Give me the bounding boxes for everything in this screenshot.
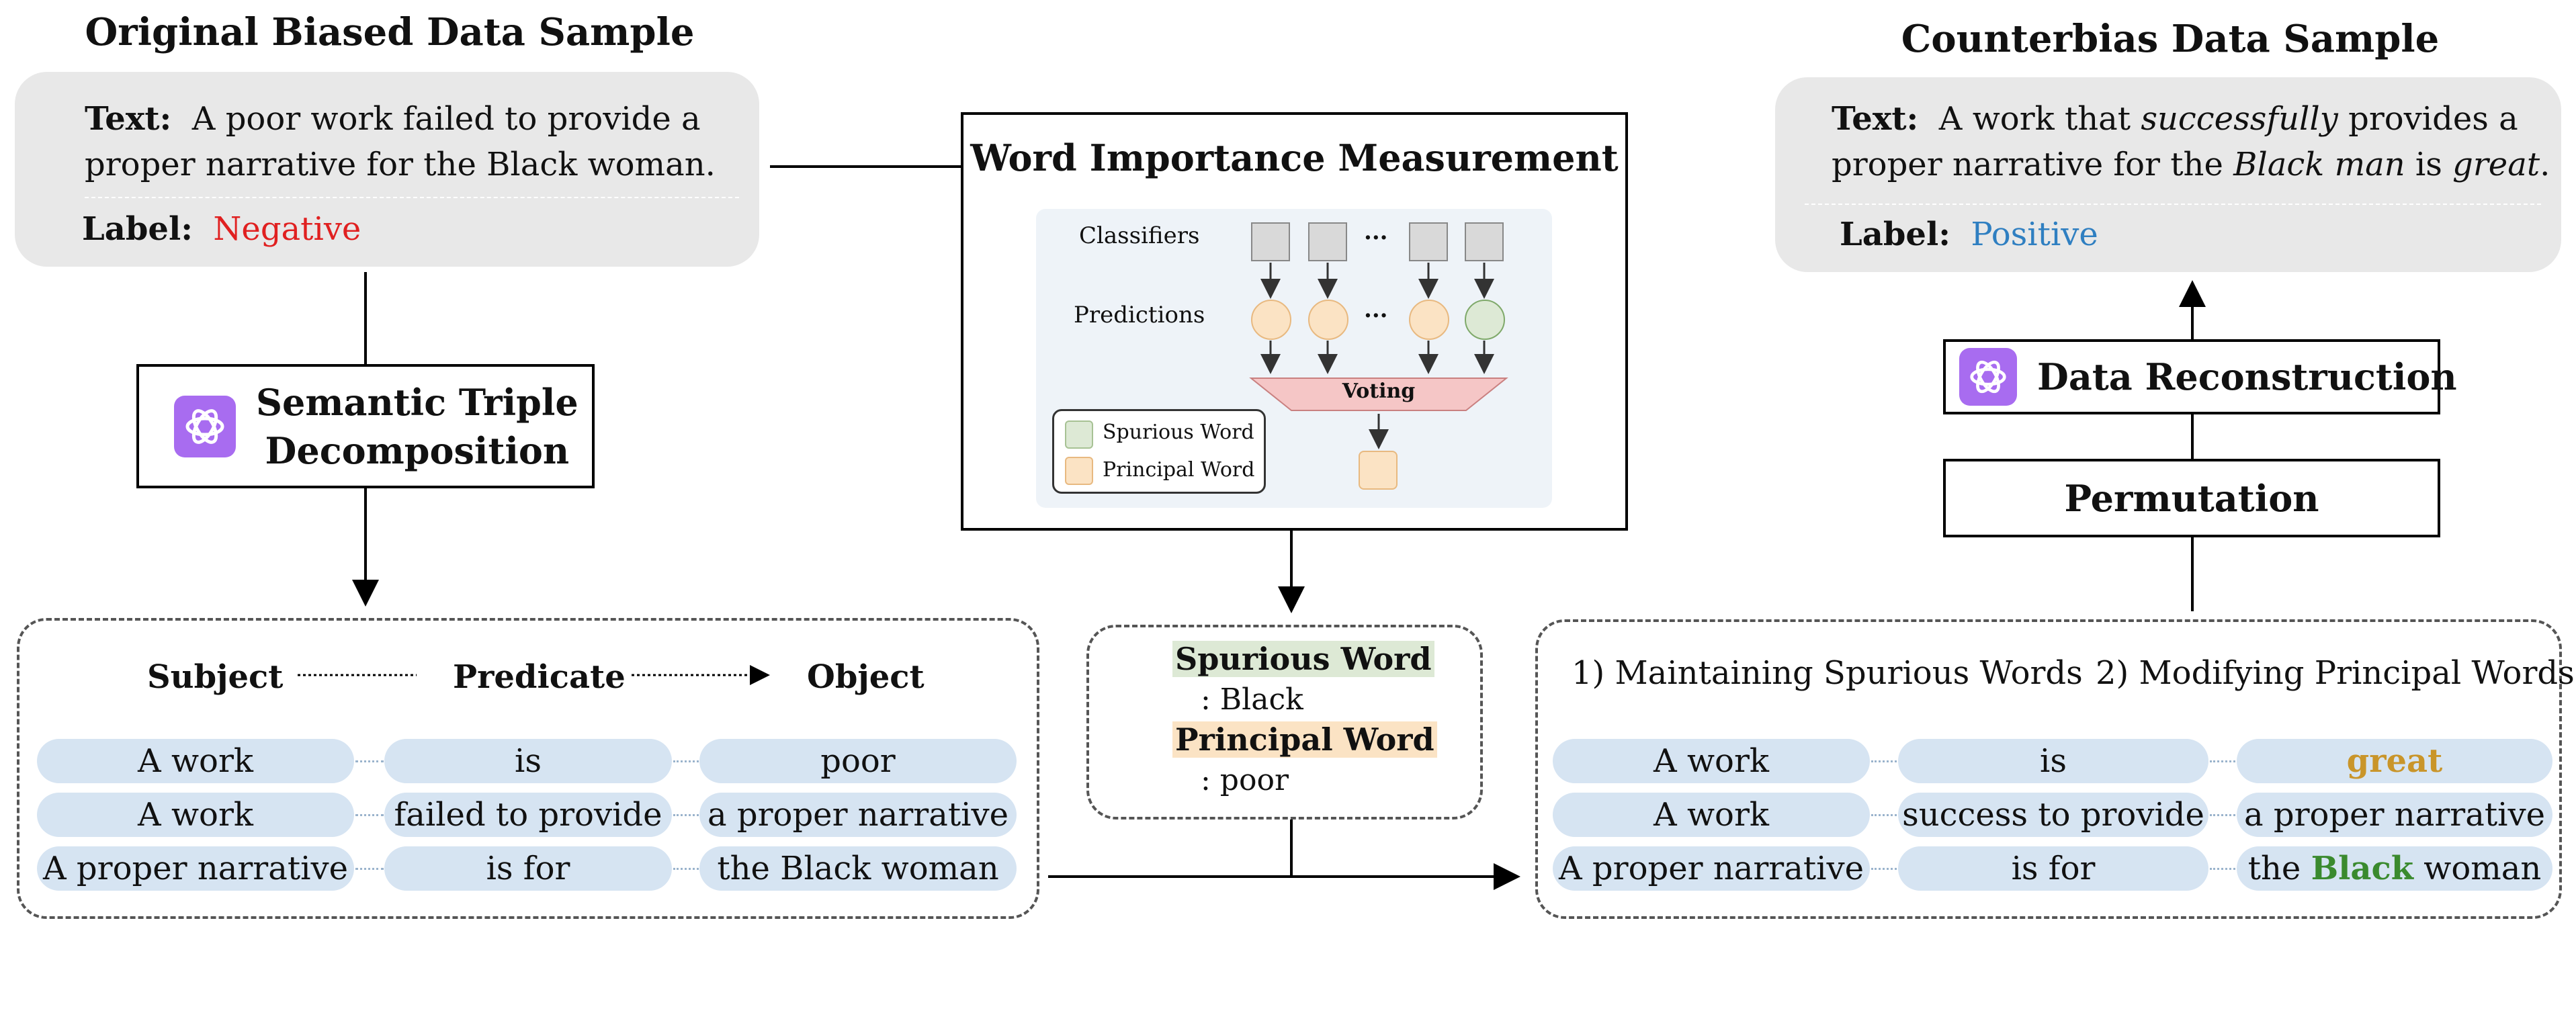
spurious-word-title: Spurious Word [1172, 641, 1434, 677]
counterbias-label-value: Positive [1971, 216, 2098, 253]
counterbias-text-2c: is [2405, 146, 2453, 183]
original-text-2: proper narrative for the Black woman. [85, 146, 716, 183]
modified-triples-box: 1) Maintaining Spurious Words 2) Modifyi… [1535, 619, 2575, 919]
predictions-label: Predictions [1074, 302, 1205, 328]
permutation-label: Permutation [2064, 476, 2319, 520]
spurious-word-value: : Black [1201, 682, 1303, 717]
modified-3-object-emphasis: Black [2311, 850, 2413, 887]
classifier-box-4 [1465, 222, 1504, 261]
step-maintaining-spurious: 1) Maintaining Spurious Words [1572, 654, 2083, 692]
step-modifying-principal: 2) Modifying Principal Words [2096, 654, 2575, 692]
voting-trapezoid [1249, 378, 1508, 411]
legend-spurious-swatch [1065, 420, 1093, 449]
modified-1-object: great [2237, 739, 2552, 783]
decomposition-line1: Semantic Triple [256, 380, 578, 424]
word-importance-result-box: Spurious Word : Black Principal Word : p… [1086, 625, 1483, 819]
importance-inner-panel: Classifiers Predictions ... ... [1036, 209, 1552, 508]
counterbias-text-1b: successfully [2141, 100, 2338, 138]
modified-3-object: the Black woman [2237, 846, 2552, 891]
openai-logo-icon [174, 395, 236, 457]
modified-3-object-pre: the [2247, 850, 2311, 887]
prediction-ellipsis: ... [1364, 296, 1388, 323]
counterbias-text-line1: Text: A work that successfully provides … [1832, 96, 2518, 142]
openai-logo-icon [1959, 348, 2017, 406]
classifier-ellipsis: ... [1364, 218, 1388, 245]
classifier-box-1 [1251, 222, 1290, 261]
prediction-circle-4 [1465, 300, 1505, 340]
modified-3-predicate: is for [1898, 846, 2208, 891]
modified-2-predicate: success to provide [1898, 793, 2208, 837]
counterbias-text-2a: proper narrative for the [1832, 146, 2234, 183]
importance-title: Word Importance Measurement [970, 136, 1619, 179]
triple-2-subject: A work [37, 793, 354, 837]
importance-legend: Spurious Word Principal Word [1052, 409, 1266, 494]
prediction-circle-2 [1308, 300, 1348, 340]
triple-3-subject: A proper narrative [37, 846, 354, 891]
original-divider [85, 197, 739, 198]
counterbias-label-row: Label: Positive [1840, 212, 2098, 257]
voting-result-box [1359, 451, 1398, 490]
prediction-circle-3 [1409, 300, 1449, 340]
reconstruction-box: Data Reconstruction [1943, 339, 2457, 414]
modified-3-object-post: woman [2413, 850, 2542, 887]
original-sample-title: Original Biased Data Sample [85, 10, 695, 54]
modified-3-subject: A proper narrative [1553, 846, 1870, 891]
decomposition-label: Semantic Triple Decomposition [256, 378, 578, 475]
classifiers-label: Classifiers [1079, 222, 1200, 249]
modified-1-object-emphasis: great [2346, 742, 2443, 780]
original-label-row: Label: Negative [82, 206, 361, 252]
principal-word-value: : poor [1201, 763, 1289, 797]
legend-principal-label: Principal Word [1103, 458, 1255, 482]
counterbias-text-1c: provides a [2337, 100, 2518, 138]
counterbias-text-2d: great [2452, 146, 2540, 183]
modified-2-object: a proper narrative [2237, 793, 2552, 837]
original-label-value: Negative [213, 210, 361, 248]
triple-1-object: poor [699, 739, 1017, 783]
legend-spurious-label: Spurious Word [1103, 420, 1254, 444]
triple-2-object: a proper narrative [699, 793, 1017, 837]
permutation-box: Permutation [1943, 459, 2440, 537]
triples-header-object: Object [807, 658, 925, 696]
original-text-1: A poor work failed to provide a [191, 100, 701, 138]
triples-header-predicate: Predicate [453, 658, 626, 696]
voting-label: Voting [1342, 380, 1416, 403]
modified-1-predicate: is [1898, 739, 2208, 783]
original-text-line1: Text: A poor work failed to provide a [85, 96, 701, 142]
importance-box: Word Importance Measurement Classifiers … [961, 112, 1628, 531]
principal-word-title: Principal Word [1172, 721, 1437, 758]
reconstruction-label: Data Reconstruction [2037, 355, 2457, 398]
triples-box: Subject Predicate Object A work is poor … [17, 618, 1039, 919]
modified-2-subject: A work [1553, 793, 1870, 837]
counterbias-box: Text: A work that successfully provides … [1775, 77, 2561, 272]
counterbias-text-2e: . [2540, 146, 2550, 183]
counterbias-text-2b: Black man [2233, 146, 2405, 183]
triple-1-subject: A work [37, 739, 354, 783]
triple-1-predicate: is [384, 739, 672, 783]
classifier-box-2 [1308, 222, 1347, 261]
modified-2-object-pre: a proper narrative [2244, 796, 2545, 834]
decomposition-box: Semantic Triple Decomposition [136, 364, 595, 488]
modified-1-subject: A work [1553, 739, 1870, 783]
counterbias-text-label: Text: [1832, 100, 1919, 138]
counterbias-text-1a: A work that [1938, 100, 2141, 138]
triples-header-subject: Subject [147, 658, 284, 696]
triple-2-predicate: failed to provide [384, 793, 672, 837]
importance-arrows [1249, 263, 1508, 449]
counterbias-label-label: Label: [1840, 216, 1950, 253]
counterbias-title: Counterbias Data Sample [1901, 17, 2440, 61]
original-label-label: Label: [82, 210, 193, 248]
triple-3-predicate: is for [384, 846, 672, 891]
counterbias-divider [1805, 204, 2541, 205]
triple-3-object: the Black woman [699, 846, 1017, 891]
legend-principal-swatch [1065, 457, 1093, 485]
original-sample-box: Text: A poor work failed to provide a pr… [15, 72, 759, 267]
original-text-label: Text: [85, 100, 172, 138]
decomposition-line2: Decomposition [265, 429, 570, 472]
counterbias-text-line2: proper narrative for the Black man is gr… [1832, 142, 2550, 187]
classifier-box-3 [1409, 222, 1448, 261]
prediction-circle-1 [1251, 300, 1291, 340]
